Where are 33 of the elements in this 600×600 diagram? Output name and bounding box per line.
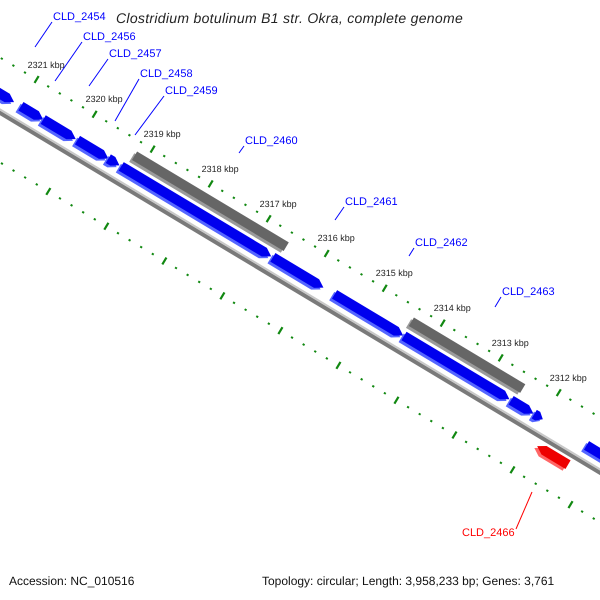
gene-label: CLD_2462 <box>415 238 468 249</box>
gene-label: CLD_2466 <box>462 528 515 539</box>
gene-label: CLD_2458 <box>140 69 193 80</box>
scale-label: 2317 kbp <box>260 200 297 209</box>
scale-label: 2314 kbp <box>434 304 471 314</box>
gene-label: CLD_2463 <box>502 287 555 298</box>
leader-line <box>408 248 414 256</box>
gene-label: CLD_2456 <box>83 32 136 43</box>
scale-label: 2315 kbp <box>376 269 413 278</box>
leader-line <box>516 492 532 530</box>
leader-line <box>238 146 244 154</box>
leader-line <box>494 296 502 308</box>
leader-line <box>334 206 344 220</box>
scale-label: 2318 kbp <box>202 164 239 174</box>
gene-label: CLD_2457 <box>109 49 162 60</box>
leader-line <box>134 96 164 136</box>
scale-label: 2313 kbp <box>492 338 529 348</box>
leader-line <box>114 78 140 122</box>
scale-label: 2316 kbp <box>318 234 355 244</box>
footer-text: Topology: circular; Length: 3,958,233 bp; Genes: 3,761 <box>262 575 554 587</box>
gene-label: CLD_2460 <box>245 136 298 147</box>
gene-label: CLD_2454 <box>53 12 106 23</box>
gene-label: CLD_2461 <box>345 197 398 208</box>
title: Clostridium botulinum B1 str. Okra, complete genome <box>116 11 464 25</box>
scale-label: 2312 kbp <box>550 374 587 383</box>
gene-label: CLD_2459 <box>165 86 218 97</box>
scale-label: 2319 kbp <box>144 130 181 140</box>
scale-label: 2321 kbp <box>28 60 65 70</box>
leader-line <box>54 42 82 82</box>
leader-line <box>34 22 52 48</box>
footer-text: Accession: NC_010516 <box>9 575 134 587</box>
leader-line <box>88 58 108 86</box>
scale-label: 2320 kbp <box>86 95 123 104</box>
